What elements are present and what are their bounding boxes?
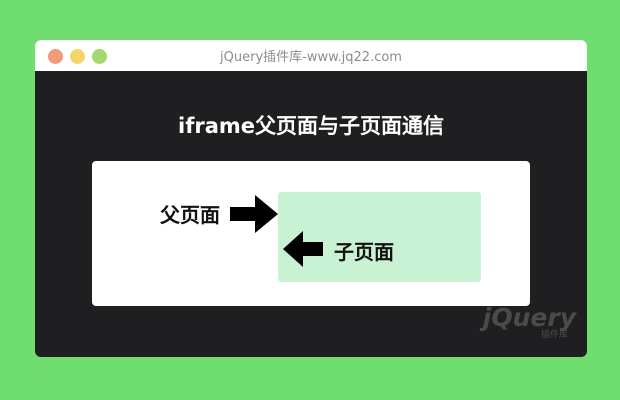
minimize-window-button[interactable]: [70, 49, 85, 64]
child-iframe[interactable]: 子页面: [278, 192, 481, 282]
maximize-window-button[interactable]: [92, 49, 107, 64]
child-page-label: 子页面: [334, 240, 394, 264]
demo-panel: 父页面 子页面: [92, 161, 530, 306]
jquery-watermark-logo: jQuery 插件库: [482, 303, 576, 341]
arrow-left-icon: [283, 231, 323, 267]
browser-window: jQuery插件库-www.jq22.com iframe父页面与子页面通信 父…: [35, 40, 587, 357]
page-title: iframe父页面与子页面通信: [178, 114, 444, 138]
watermark-subtitle: 插件库: [540, 330, 568, 340]
arrow-right-icon: [230, 195, 278, 233]
parent-page-label: 父页面: [160, 203, 220, 227]
close-window-button[interactable]: [48, 49, 63, 64]
window-title: jQuery插件库-www.jq22.com: [220, 50, 402, 65]
titlebar: jQuery插件库-www.jq22.com: [35, 40, 587, 71]
watermark-logo-text: jQuery: [482, 303, 576, 332]
